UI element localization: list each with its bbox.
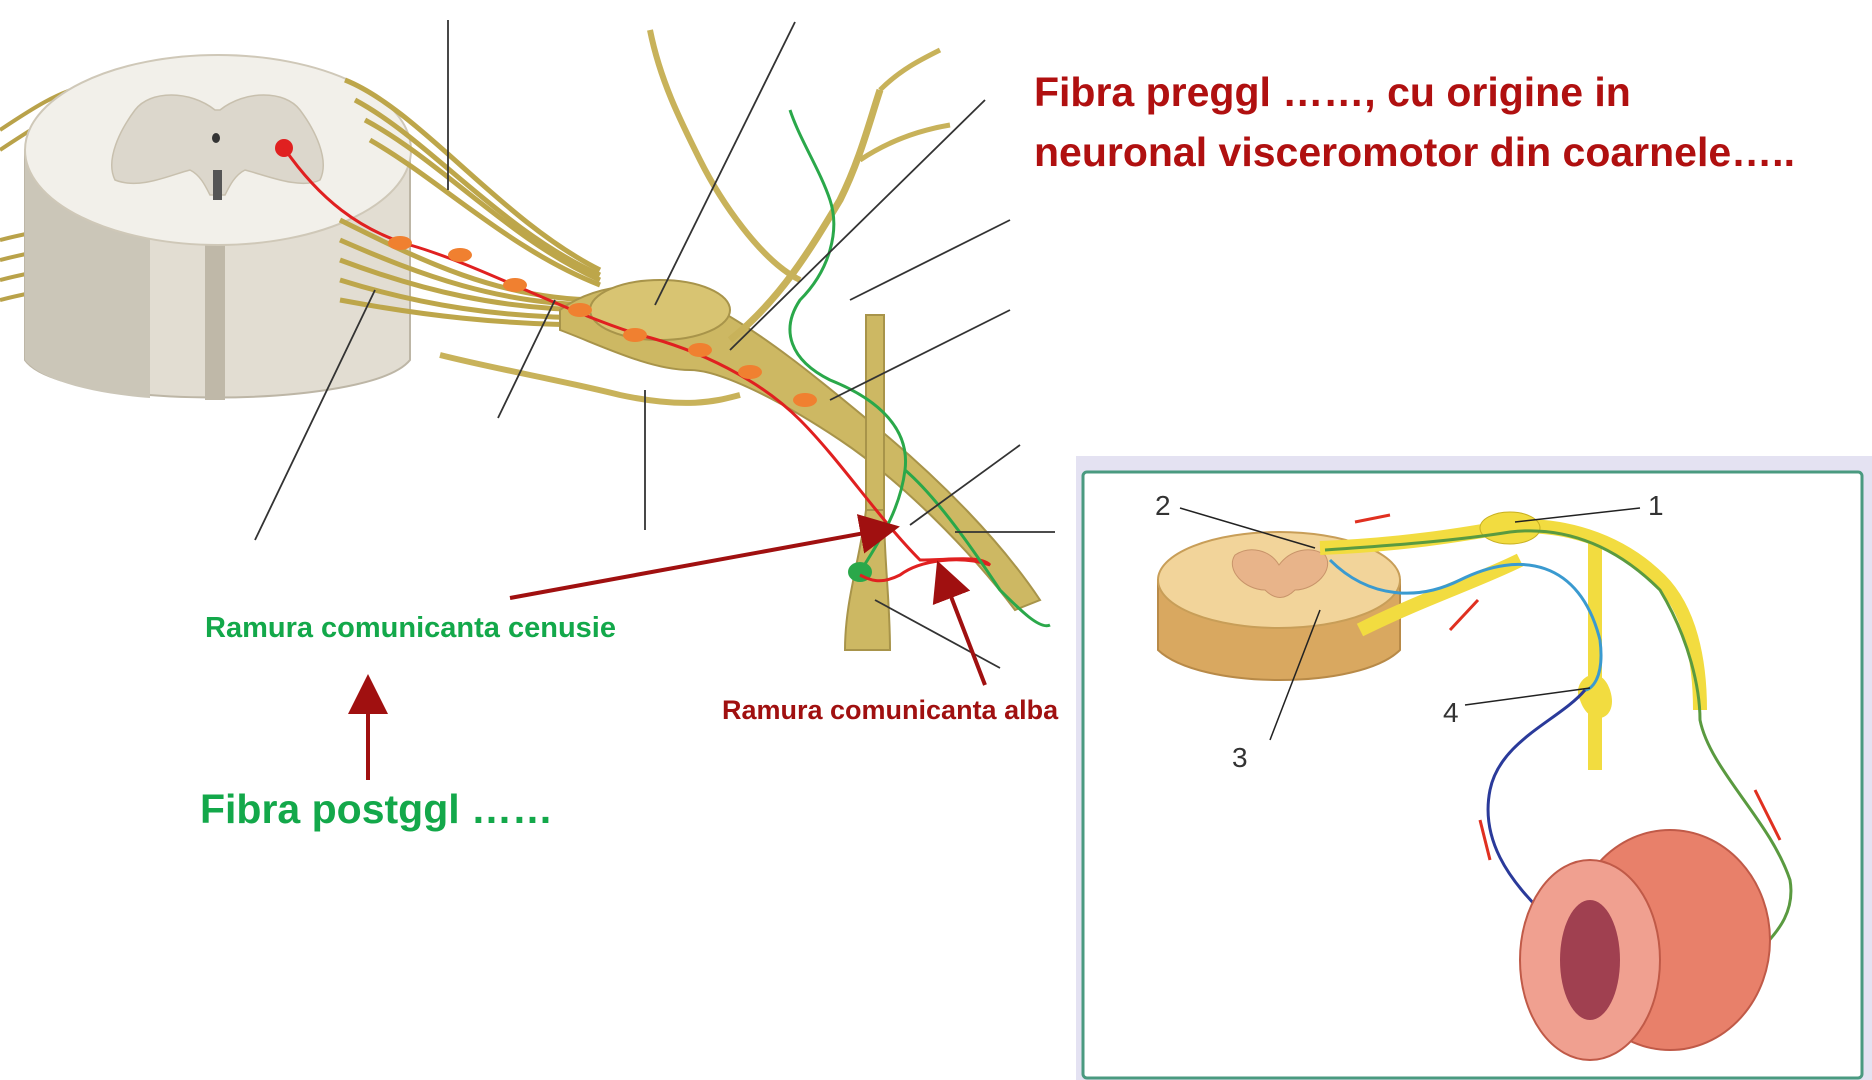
inset-spinal-cord — [1157, 531, 1401, 681]
postganglionic-label: Fibra postggl …… — [200, 786, 554, 832]
grey-ramus-label: Ramura comunicanta cenusie — [205, 612, 616, 644]
annotation-arrows — [348, 514, 987, 780]
arrow-to-white-ramus — [932, 560, 987, 686]
sympathetic-ganglion — [843, 314, 892, 651]
inset-nerves — [1319, 519, 1707, 770]
inset-marker-2: 2 — [1155, 490, 1171, 521]
postganglionic-fiber — [788, 109, 1051, 628]
inset-marker-1: 1 — [1648, 490, 1664, 521]
inset-direction-arrows — [1354, 513, 1782, 861]
spinal-cord — [0, 54, 602, 400]
arrow-to-grey-ramus — [509, 514, 900, 600]
header-line-2: neuronal visceromotor din coarnele….. — [1034, 129, 1795, 175]
spinal-nerve — [439, 29, 1042, 612]
inset-diagram — [1076, 456, 1872, 1080]
white-ramus-label: Ramura comunicanta alba — [722, 695, 1059, 725]
inset-marker-4: 4 — [1443, 697, 1459, 728]
header-line-1: Fibra preggl ……, cu origine in — [1034, 69, 1631, 115]
inset-leader-lines — [1179, 507, 1641, 741]
intestine-icon — [1519, 829, 1771, 1061]
preganglionic-fiber — [282, 147, 992, 583]
header-title: Fibra preggl ……, cu origine in neuronal … — [1034, 62, 1795, 182]
leader-lines — [254, 20, 1055, 669]
inset-marker-3: 3 — [1232, 742, 1248, 773]
